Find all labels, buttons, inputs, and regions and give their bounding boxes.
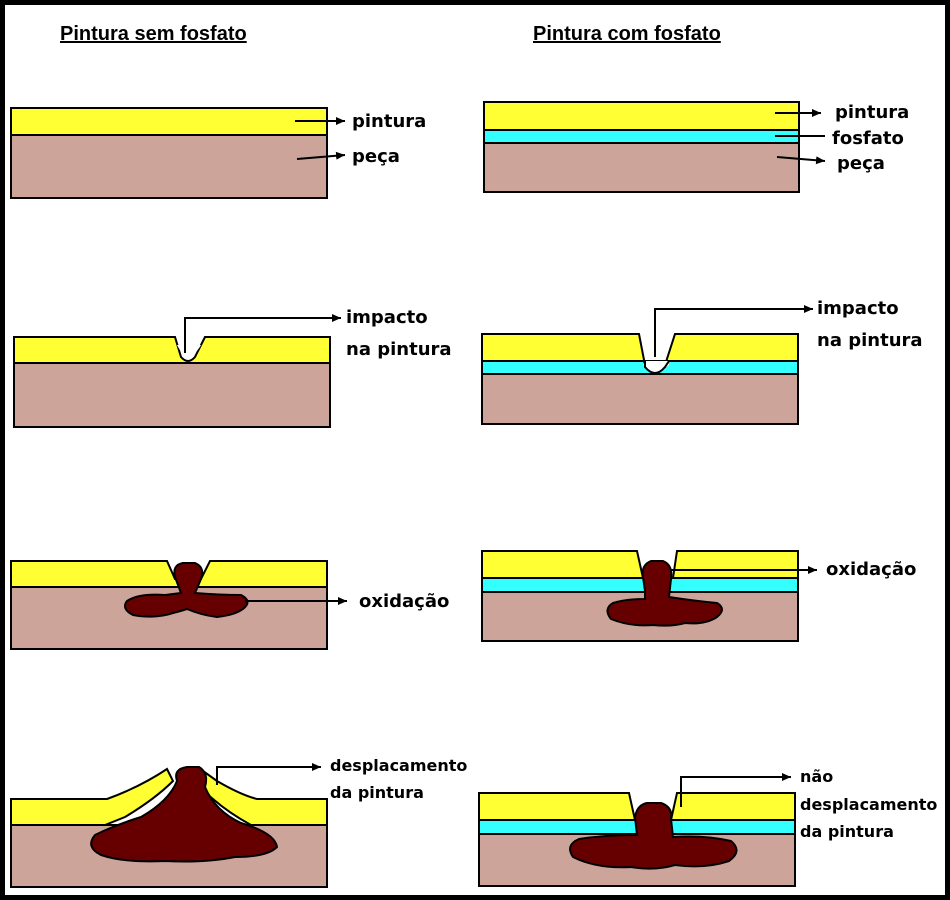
right1-paint-label: pintura bbox=[835, 102, 909, 123]
left2-paint bbox=[13, 336, 331, 364]
left1-part bbox=[10, 134, 328, 199]
right2-phosphate bbox=[481, 360, 799, 375]
diagram-svg: pintura peça pintura fosfato peça bbox=[10, 101, 937, 888]
right4-oxidation bbox=[569, 802, 738, 870]
title-left: Pintura sem fosfato bbox=[60, 23, 247, 45]
right3-label: oxidação bbox=[826, 559, 916, 580]
left4-paint-right bbox=[199, 769, 328, 826]
right4-leader bbox=[680, 773, 791, 807]
left4-leader bbox=[216, 763, 321, 785]
right3-oxidation bbox=[606, 560, 723, 627]
right4-label-2: desplacamento bbox=[800, 795, 937, 814]
right1-phosphate-label: fosfato bbox=[832, 128, 904, 149]
left1-part-label: peça bbox=[352, 146, 400, 167]
right3-paint bbox=[481, 550, 799, 579]
right2-dent-outline bbox=[644, 360, 670, 374]
title-right: Pintura com fosfato bbox=[533, 23, 721, 45]
left1-paint bbox=[10, 107, 328, 136]
right1-part-arrow bbox=[776, 156, 826, 165]
right4-label-1: não bbox=[800, 767, 833, 786]
right4-paint bbox=[478, 792, 796, 821]
right-row1: pintura fosfato peça bbox=[483, 101, 909, 193]
left-row3: oxidação bbox=[10, 560, 449, 650]
left1-part-arrow bbox=[296, 151, 346, 160]
right1-phosphate bbox=[483, 129, 800, 144]
right1-paint bbox=[483, 101, 800, 131]
right3-phosphate bbox=[481, 577, 799, 593]
left3-label: oxidação bbox=[359, 591, 449, 612]
left-row1: pintura peça bbox=[10, 107, 426, 199]
left2-label-2: na pintura bbox=[346, 339, 452, 360]
diagram-canvas: Pintura sem fosfato Pintura com fosfato … bbox=[5, 5, 945, 895]
left4-label-1: desplacamento bbox=[330, 756, 467, 775]
right1-part bbox=[483, 142, 800, 193]
right2-label-1: impacto bbox=[817, 298, 899, 319]
right2-part bbox=[481, 373, 799, 425]
right-row4: não desplacamento da pintura bbox=[478, 767, 937, 887]
left3-paint bbox=[10, 560, 328, 588]
right-row2: impacto na pintura bbox=[481, 298, 923, 425]
left2-leader bbox=[184, 314, 341, 353]
right2-leader bbox=[654, 305, 813, 357]
right-row3: oxidação bbox=[481, 550, 916, 642]
left-row4: desplacamento da pintura bbox=[10, 756, 467, 888]
left2-dent bbox=[177, 345, 201, 356]
left4-label-2: da pintura bbox=[330, 783, 424, 802]
left4-paint-left bbox=[10, 767, 175, 826]
left-row2: impacto na pintura bbox=[13, 307, 452, 428]
left2-label-1: impacto bbox=[346, 307, 428, 328]
right1-part-label: peça bbox=[837, 153, 885, 174]
right2-label-2: na pintura bbox=[817, 330, 923, 351]
left4-oxidation bbox=[90, 766, 279, 863]
left1-paint-label: pintura bbox=[352, 111, 426, 132]
left3-oxidation bbox=[124, 562, 249, 619]
right4-label-3: da pintura bbox=[800, 822, 894, 841]
left2-part bbox=[13, 362, 331, 428]
